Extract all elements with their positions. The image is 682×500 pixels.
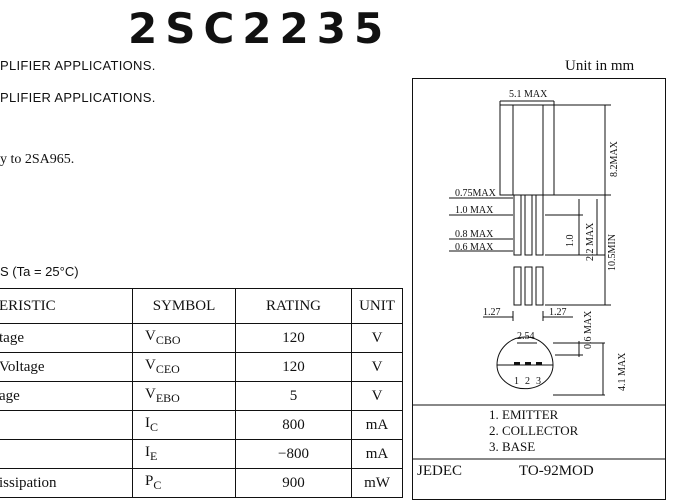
dim-105: 10.5MIN [607,234,618,271]
dim-lead-08: 0.8 MAX [455,229,494,240]
characteristic-cell [0,439,133,469]
header-symbol: SYMBOL [132,288,236,324]
max-ratings-table: ERISTIC SYMBOL RATING UNIT tage VCBO 120… [0,288,403,498]
unit-note: Unit in mm [565,58,635,74]
package-drawing: 5.1 MAX 8.2MAX 0.75MAX 1.0 MAX 0.8 MAX 0… [413,89,665,479]
pin-number-2: 2 [525,376,530,387]
dim-pitch-right: 1.27 [549,307,567,318]
unit-cell: V [351,381,403,411]
header-unit: UNIT [351,288,403,324]
lead-2-end [524,266,533,306]
symbol-cell: IC [132,410,236,440]
pin-number-3: 3 [536,376,541,387]
dim-22: 2.2 MAX [585,222,596,261]
dim-06: 0.6 MAX [583,310,594,349]
symbol-cell: VCEO [132,352,236,382]
end-view-top [496,336,554,366]
rating-cell: 900 [235,468,352,498]
dim-lead-06: 0.6 MAX [455,242,494,253]
pin-mark-1 [514,362,520,365]
transistor-body [499,104,555,196]
symbol-cell: PC [132,468,236,498]
dim-lead-075: 0.75MAX [455,188,497,199]
lead-2 [524,194,533,256]
unit-cell: mW [351,468,403,498]
application-line-2: PLIFIER APPLICATIONS. [0,90,156,105]
rating-cell: 120 [235,352,352,382]
package-outline-box: 5.1 MAX 8.2MAX 0.75MAX 1.0 MAX 0.8 MAX 0… [412,78,666,500]
symbol-cell: VEBO [132,381,236,411]
dim-41: 4.1 MAX [617,352,628,391]
characteristic-cell: age [0,381,133,411]
lead-3 [535,194,544,256]
pin-mark-3 [536,362,542,365]
header-characteristic: ERISTIC [0,288,133,324]
lead-3-end [535,266,544,306]
characteristic-cell: issipation [0,468,133,498]
pin-mark-2 [525,362,531,365]
complement-note: y to 2SA965. [0,152,75,167]
table-row: age VEBO 5 V [0,381,403,411]
dim-10: 1.0 [565,235,576,248]
dim-spacing: 2.54 [517,331,535,342]
header-rating: RATING [235,288,352,324]
unit-cell: V [351,323,403,353]
dim-body-height: 8.2MAX [609,140,620,177]
rating-cell: 5 [235,381,352,411]
unit-cell: mA [351,410,403,440]
lead-1-end [513,266,522,306]
symbol-cell: IE [132,439,236,469]
pin-1-label: 1. EMITTER [489,407,559,422]
table-row: Voltage VCEO 120 V [0,352,403,382]
symbol-cell: VCBO [132,323,236,353]
pin-number-1: 1 [514,376,519,387]
table-header-row: ERISTIC SYMBOL RATING UNIT [0,288,403,324]
characteristic-cell: tage [0,323,133,353]
table-row: IE −800 mA [0,439,403,469]
jedec-value: TO-92MOD [519,463,594,479]
end-view-bottom [496,364,554,390]
table-row: IC 800 mA [0,410,403,440]
application-line-1: PLIFIER APPLICATIONS. [0,58,156,73]
rating-cell: −800 [235,439,352,469]
table-row: tage VCBO 120 V [0,323,403,353]
characteristic-cell [0,410,133,440]
table-row: issipation PC 900 mW [0,468,403,498]
dim-lead-10: 1.0 MAX [455,205,494,216]
rating-cell: 120 [235,323,352,353]
part-number-title: 2SC2235 [128,4,392,53]
characteristic-cell: Voltage [0,352,133,382]
unit-cell: V [351,352,403,382]
dim-width-max: 5.1 MAX [509,89,548,100]
ratings-caption: S (Ta = 25°C) [0,264,79,279]
dim-pitch-left: 1.27 [483,307,501,318]
pin-2-label: 2. COLLECTOR [489,423,579,438]
pin-3-label: 3. BASE [489,439,535,454]
jedec-label: JEDEC [417,463,462,479]
rating-cell: 800 [235,410,352,440]
lead-1 [513,194,522,256]
unit-cell: mA [351,439,403,469]
